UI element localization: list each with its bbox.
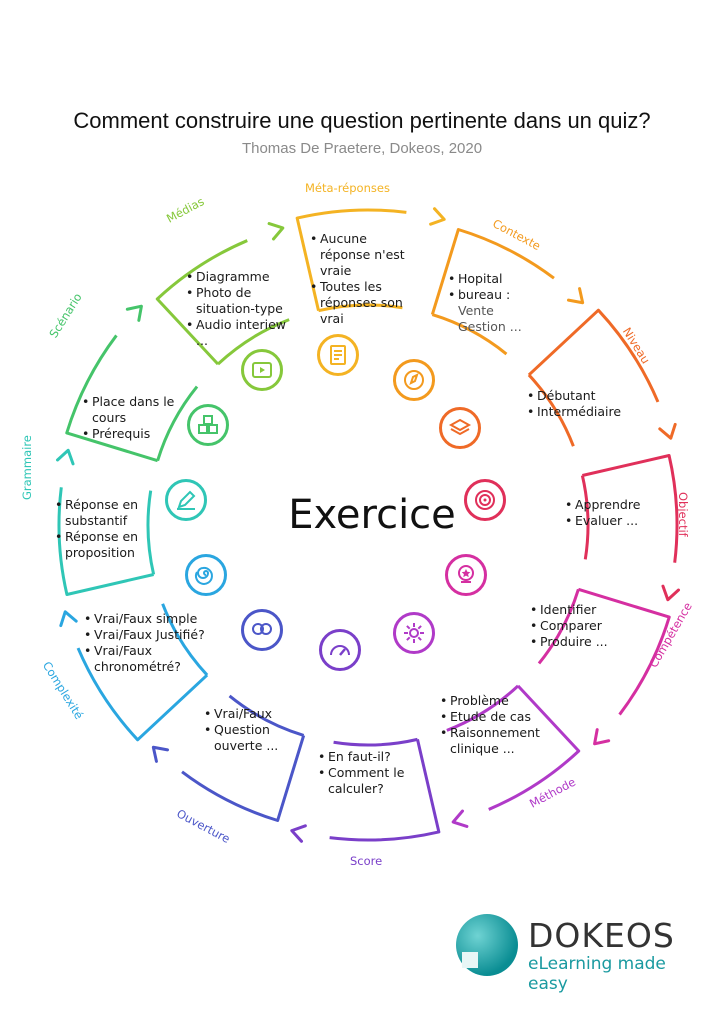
segment-bullets-grammaire: Réponse en substantifRéponse en proposit…: [55, 497, 170, 561]
target-icon: [464, 479, 506, 521]
bullet-item: Produire ...: [530, 634, 630, 650]
logo-square: [462, 952, 478, 968]
segment-bullets-contexte: Hopitalbureau :VenteGestion ...: [448, 271, 553, 335]
speedometer-icon: [319, 629, 361, 671]
speech-bubbles-icon: [241, 609, 283, 651]
cubes-icon: [187, 404, 229, 446]
bullet-item: Réponse en proposition: [55, 529, 170, 561]
segment-arrow-complexite: [59, 610, 78, 628]
segment-arrow-niveau: [658, 422, 677, 440]
segment-outline-meta: [295, 208, 407, 311]
bullet-item: Vrai/Faux Justifié?: [84, 627, 214, 643]
compass-icon: [393, 359, 435, 401]
segment-arrow-competence: [593, 728, 611, 746]
bullet-item: Prérequis: [82, 426, 207, 442]
segment-inner-edge-score: [333, 737, 418, 747]
segment-bullets-methode: ProblèmeEtude de casRaisonnement cliniqu…: [440, 693, 555, 757]
spiral-maze-icon: [185, 554, 227, 596]
bullet-item: Place dans le cours: [82, 394, 207, 426]
segment-outline-competence: [577, 587, 671, 716]
bullet-item: Vrai/Faux chronométré?: [84, 643, 214, 675]
segment-arrow-grammaire: [56, 448, 75, 466]
segment-bullets-objectif: ApprendreEvaluer ...: [565, 497, 665, 529]
segment-outline-objectif: [582, 453, 679, 563]
layers-icon: [439, 407, 481, 449]
dokeos-logo: DOKEOS eLearning made easy: [456, 912, 686, 994]
bullet-item: Vrai/Faux simple: [84, 611, 214, 627]
logo-tagline: eLearning made easy: [528, 954, 666, 994]
segment-arrow-contexte: [566, 287, 585, 305]
page-title: Comment construire une question pertinen…: [73, 108, 651, 133]
bullet-item: Réponse en substantif: [55, 497, 170, 529]
center-label: Exercice: [288, 492, 456, 538]
segment-bullets-complexite: Vrai/Faux simpleVrai/Faux Justifié?Vrai/…: [84, 611, 214, 675]
bullet-item: Intermédiaire: [527, 404, 637, 420]
segment-arrow-medias: [267, 222, 285, 241]
bullet-item: Raisonnement clinique ...: [440, 725, 555, 757]
segment-bullets-competence: IdentifierComparerProduire ...: [530, 602, 630, 650]
bullet-item: Toutes les réponses son vrai: [310, 279, 420, 327]
bullet-item: Hopital: [448, 271, 553, 287]
bullet-item: Diagramme: [186, 269, 301, 285]
segment-arrow-score: [290, 824, 307, 843]
bullet-subitem: Gestion ...: [458, 319, 522, 334]
segment-arrow-meta: [429, 207, 446, 226]
bullet-item: bureau :: [448, 287, 553, 303]
bullet-item: Photo de situation-type: [186, 285, 301, 317]
segment-arrow-ouverture: [151, 745, 170, 763]
bullet-item: Problème: [440, 693, 555, 709]
bullet-item: En faut-il?: [318, 749, 418, 765]
page-subtitle: Thomas De Praetere, Dokeos, 2020: [241, 140, 483, 157]
bullet-subitem: Vente: [458, 303, 494, 318]
bullet-item: Débutant: [527, 388, 637, 404]
bullet-item: Etude de cas: [440, 709, 555, 725]
gear-icon: [393, 612, 435, 654]
checklist-document-icon: [317, 334, 359, 376]
badge-star-icon: [445, 554, 487, 596]
segment-bullets-scenario: Place dans le coursPrérequis: [82, 394, 207, 442]
segment-outline-methode: [488, 684, 581, 811]
play-button-icon: [241, 349, 283, 391]
segment-inner-edge-contexte: [431, 313, 508, 356]
segment-bullets-ouverture: Vrai/FauxQuestion ouverte ...: [204, 706, 294, 754]
segment-bullets-meta: Aucune réponse n'est vraieToutes les rép…: [310, 231, 420, 327]
segment-arrow-scenario: [125, 304, 143, 322]
segment-arrow-methode: [451, 809, 469, 828]
segment-bullets-niveau: DébutantIntermédiaire: [527, 388, 637, 420]
segment-label-grammaire: Grammaire: [20, 435, 34, 500]
pencil-writing-icon: [165, 479, 207, 521]
segment-label-score: Score: [350, 854, 383, 868]
segment-outline-ouverture: [181, 734, 306, 822]
bullet-item: Comment le calculer?: [318, 765, 418, 797]
logo-name: DOKEOS: [528, 916, 675, 955]
segment-outline-score: [329, 739, 441, 842]
segment-label-objectif: Objectif: [676, 492, 690, 537]
bullet-item: Identifier: [530, 602, 630, 618]
segment-arrow-objectif: [661, 584, 680, 602]
segment-bullets-medias: DiagrammePhoto de situation-typeAudio in…: [186, 269, 301, 349]
bullet-item: Apprendre: [565, 497, 665, 513]
segment-outline-scenario: [65, 334, 159, 463]
segment-bullets-score: En faut-il?Comment le calculer?: [318, 749, 418, 797]
bullet-item: Audio interiew ...: [186, 317, 301, 349]
bullet-item: Evaluer ...: [565, 513, 665, 529]
segment-outline-niveau: [527, 308, 660, 403]
bullet-item: Aucune réponse n'est vraie: [310, 231, 420, 279]
bullet-item: Comparer: [530, 618, 630, 634]
bullet-item: Vrai/Faux: [204, 706, 294, 722]
segment-label-meta: Méta-réponses: [305, 181, 390, 195]
segment-outline-complexite: [76, 647, 209, 742]
bullet-item: Question ouverte ...: [204, 722, 294, 754]
